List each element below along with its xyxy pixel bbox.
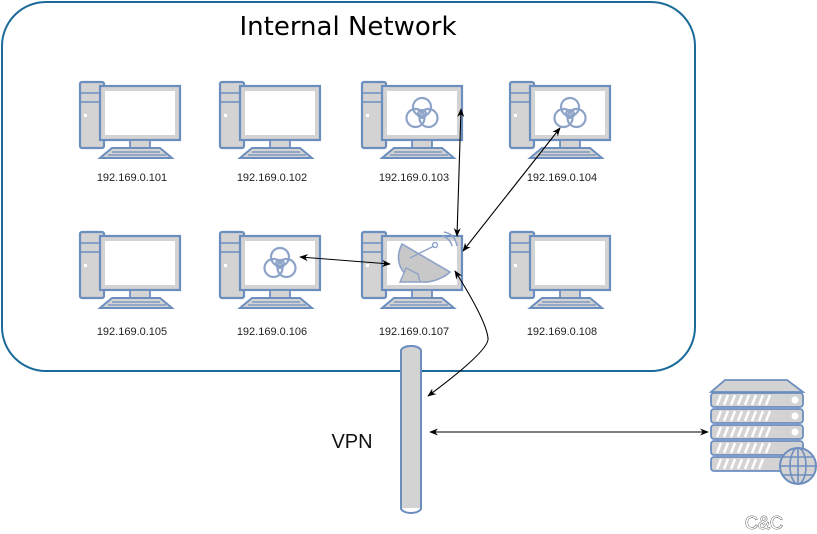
cnc-label: C&C	[745, 513, 783, 533]
host-ip-label: 192.169.0.101	[97, 172, 167, 184]
host-ip-label: 192.169.0.103	[379, 172, 449, 184]
host-computer-infected[interactable]	[360, 80, 464, 160]
host-computer-relay[interactable]	[360, 230, 464, 310]
desktop-computer-icon	[360, 80, 464, 160]
desktop-computer-icon	[218, 80, 322, 160]
desktop-computer-icon	[508, 230, 612, 310]
host-computer[interactable]	[78, 230, 182, 310]
host-ip-label: 192.169.0.107	[379, 326, 449, 338]
connection-arrow	[299, 254, 391, 267]
host-computer[interactable]	[218, 80, 322, 160]
desktop-computer-icon	[78, 230, 182, 310]
connection-arrow	[462, 127, 561, 252]
globe-icon	[779, 447, 817, 485]
host-ip-label: 192.169.0.104	[527, 172, 597, 184]
host-ip-label: 192.169.0.106	[237, 326, 307, 338]
host-computer[interactable]	[508, 230, 612, 310]
vpn-tunnel[interactable]	[400, 345, 422, 514]
host-computer-infected[interactable]	[218, 230, 322, 310]
desktop-computer-icon	[218, 230, 322, 310]
host-computer[interactable]	[78, 80, 182, 160]
host-ip-label: 192.169.0.105	[97, 326, 167, 338]
desktop-computer-icon	[78, 80, 182, 160]
connection-arrow	[453, 108, 465, 237]
cnc-server[interactable]	[708, 379, 817, 485]
network-title: Internal Network	[239, 12, 456, 42]
vpn-label: VPN	[331, 431, 372, 453]
host-ip-label: 192.169.0.108	[527, 326, 597, 338]
host-computer-infected[interactable]	[508, 80, 612, 160]
host-ip-label: 192.169.0.102	[237, 172, 307, 184]
desktop-computer-icon	[508, 80, 612, 160]
connection-arrow	[427, 270, 489, 397]
internal-network-boundary	[1, 1, 696, 372]
